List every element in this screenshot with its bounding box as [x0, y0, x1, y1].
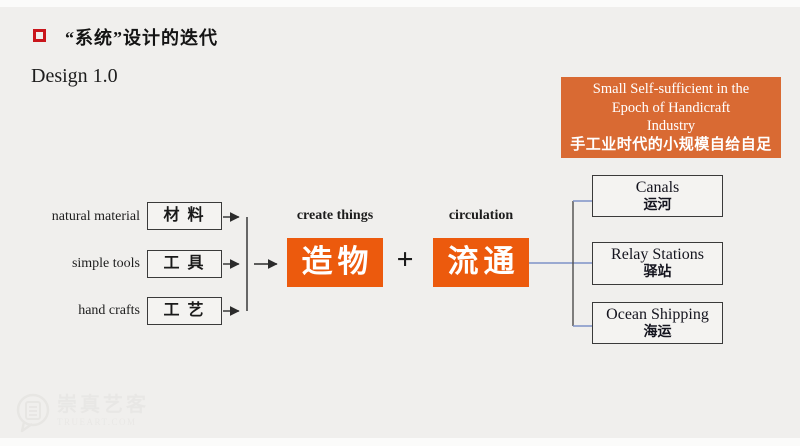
input-box-tools: 工 具 [147, 250, 222, 278]
summary-line-3: Industry [646, 118, 696, 134]
summary-line-zh: 手工业时代的小规模自给自足 [570, 136, 772, 153]
input-box-crafts: 工 艺 [147, 297, 222, 325]
plus-sign: + [396, 243, 414, 276]
output-relay-zh: 驿站 [643, 265, 672, 280]
create-things-label: create things [296, 208, 374, 223]
summary-box: Small Self-sufficient in the Epoch of Ha… [561, 77, 781, 158]
slide-title: “系统”设计的迭代 [65, 28, 218, 48]
input-label-natural-material: natural material [51, 209, 140, 224]
output-relay-en: Relay Stations [611, 246, 704, 263]
watermark-logo-icon [16, 393, 50, 433]
watermark-text-zh: 崇真艺客 [57, 394, 149, 416]
output-canals-zh: 运河 [643, 198, 672, 213]
output-box-ocean-shipping: Ocean Shipping 海运 [592, 302, 723, 344]
output-box-canals: Canals 运河 [592, 175, 723, 217]
circulation-box: 流通 [433, 238, 529, 287]
red-square-bullet-icon [33, 29, 46, 42]
input-box-material: 材 料 [147, 202, 222, 230]
output-ocean-zh: 海运 [643, 325, 672, 340]
design-version-label: Design 1.0 [31, 65, 118, 87]
summary-line-2: Epoch of Handicraft [611, 99, 731, 116]
input-label-simple-tools: simple tools [71, 256, 140, 271]
watermark-text-en: TRUEART.COM [57, 417, 137, 427]
input-label-hand-crafts: hand crafts [78, 303, 140, 318]
output-ocean-en: Ocean Shipping [606, 306, 709, 323]
create-things-box: 造物 [287, 238, 383, 287]
watermark: 崇真艺客 TRUEART.COM [16, 393, 149, 433]
output-canals-en: Canals [635, 179, 680, 196]
circulation-label: circulation [448, 208, 514, 223]
summary-line-1: Small Self-sufficient in the [592, 81, 750, 97]
output-box-relay-stations: Relay Stations 驿站 [592, 242, 723, 285]
